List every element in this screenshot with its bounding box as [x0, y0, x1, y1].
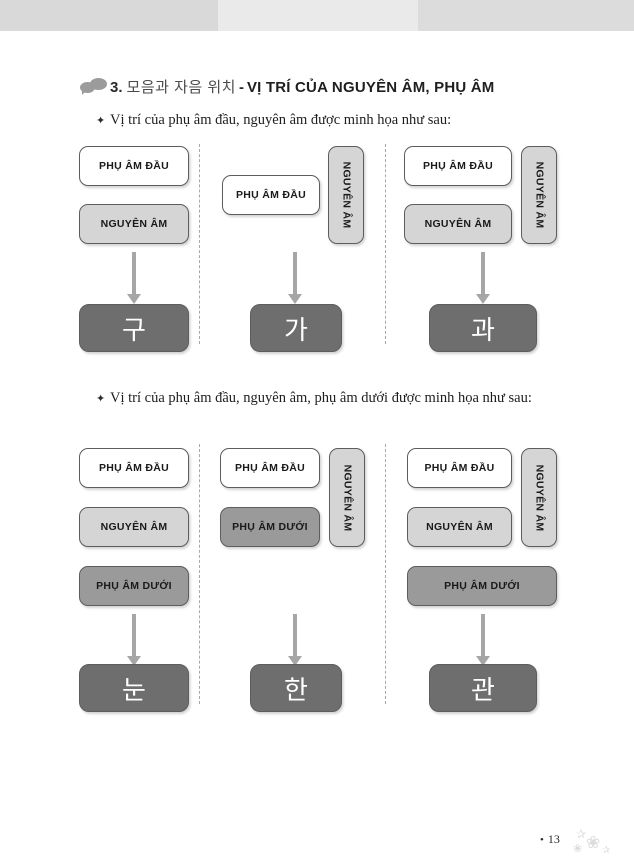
box-syllable[interactable]: 가	[250, 304, 342, 352]
box-syllable[interactable]: 한	[250, 664, 342, 712]
bullet-text: Vị trí của phụ âm đầu, nguyên âm, phụ âm…	[110, 390, 532, 406]
bullet-text: Vị trí của phụ âm đầu, nguyên âm được mi…	[110, 112, 452, 128]
box-final-consonant[interactable]: PHỤ ÂM DƯỚI	[220, 507, 320, 547]
box-syllable[interactable]: 눈	[79, 664, 189, 712]
bullet-marker: ✦	[96, 115, 106, 127]
footer-bullet: •	[540, 833, 544, 846]
box-initial-consonant[interactable]: PHỤ ÂM ĐẦU	[407, 448, 512, 488]
arrow-down	[127, 614, 141, 666]
box-initial-consonant[interactable]: PHỤ ÂM ĐẦU	[404, 146, 512, 186]
page-header-bar	[0, 0, 634, 31]
column-divider-1	[199, 144, 200, 344]
box-final-consonant[interactable]: PHỤ ÂM DƯỚI	[79, 566, 189, 606]
bullet-marker: ✦	[96, 393, 106, 405]
bullet-paragraph-1: ✦ Vị trí của phụ âm đầu, nguyên âm được …	[96, 110, 580, 131]
box-vowel[interactable]: NGUYÊN ÂM	[404, 204, 512, 244]
heading-separator: -	[238, 79, 244, 96]
page-footer: • 13	[540, 832, 560, 847]
arrow-down	[288, 252, 302, 304]
speech-bubbles-icon	[80, 77, 108, 97]
box-initial-consonant[interactable]: PHỤ ÂM ĐẦU	[220, 448, 320, 488]
header-segment-left	[0, 0, 218, 31]
arrow-down	[127, 252, 141, 304]
page-number: 13	[547, 832, 560, 846]
box-vowel-vertical[interactable]: NGUYÊN ÂM	[521, 146, 557, 244]
diagram-cvc: PHỤ ÂM ĐẦU NGUYÊN ÂM PHỤ ÂM DƯỚI 눈 PHỤ Â…	[0, 440, 634, 725]
arrow-down	[288, 614, 302, 666]
box-initial-consonant[interactable]: PHỤ ÂM ĐẦU	[79, 146, 189, 186]
section-heading: 3. 모음과 자음 위치 - VỊ TRÍ CỦA NGUYÊN ÂM, PHỤ…	[80, 76, 495, 97]
header-segment-middle	[218, 0, 418, 31]
box-syllable[interactable]: 관	[429, 664, 537, 712]
column-divider-2	[385, 144, 386, 344]
heading-korean: 모음과 자음 위치	[126, 79, 236, 96]
box-vowel-vertical[interactable]: NGUYÊN ÂM	[521, 448, 557, 547]
flower-decoration-icon: ✰ ❀ ❀ ✰	[573, 827, 611, 857]
diagram-cv: PHỤ ÂM ĐẦU NGUYÊN ÂM 구 PHỤ ÂM ĐẦU NGUYÊN…	[0, 140, 634, 365]
box-vowel-vertical[interactable]: NGUYÊN ÂM	[328, 146, 364, 244]
box-vowel[interactable]: NGUYÊN ÂM	[79, 204, 189, 244]
box-vowel[interactable]: NGUYÊN ÂM	[407, 507, 512, 547]
box-syllable[interactable]: 과	[429, 304, 537, 352]
heading-number: 3.	[110, 79, 123, 96]
box-vowel[interactable]: NGUYÊN ÂM	[79, 507, 189, 547]
column-divider-1	[199, 444, 200, 704]
bullet-paragraph-2: ✦ Vị trí của phụ âm đầu, nguyên âm, phụ …	[96, 388, 565, 409]
box-initial-consonant[interactable]: PHỤ ÂM ĐẦU	[222, 175, 320, 215]
box-vowel-vertical[interactable]: NGUYÊN ÂM	[329, 448, 365, 547]
arrow-down	[476, 252, 490, 304]
header-segment-right	[418, 0, 634, 31]
column-divider-2	[385, 444, 386, 704]
heading-vietnamese: VỊ TRÍ CỦA NGUYÊN ÂM, PHỤ ÂM	[246, 79, 495, 96]
box-syllable[interactable]: 구	[79, 304, 189, 352]
box-initial-consonant[interactable]: PHỤ ÂM ĐẦU	[79, 448, 189, 488]
box-final-consonant[interactable]: PHỤ ÂM DƯỚI	[407, 566, 557, 606]
arrow-down	[476, 614, 490, 666]
